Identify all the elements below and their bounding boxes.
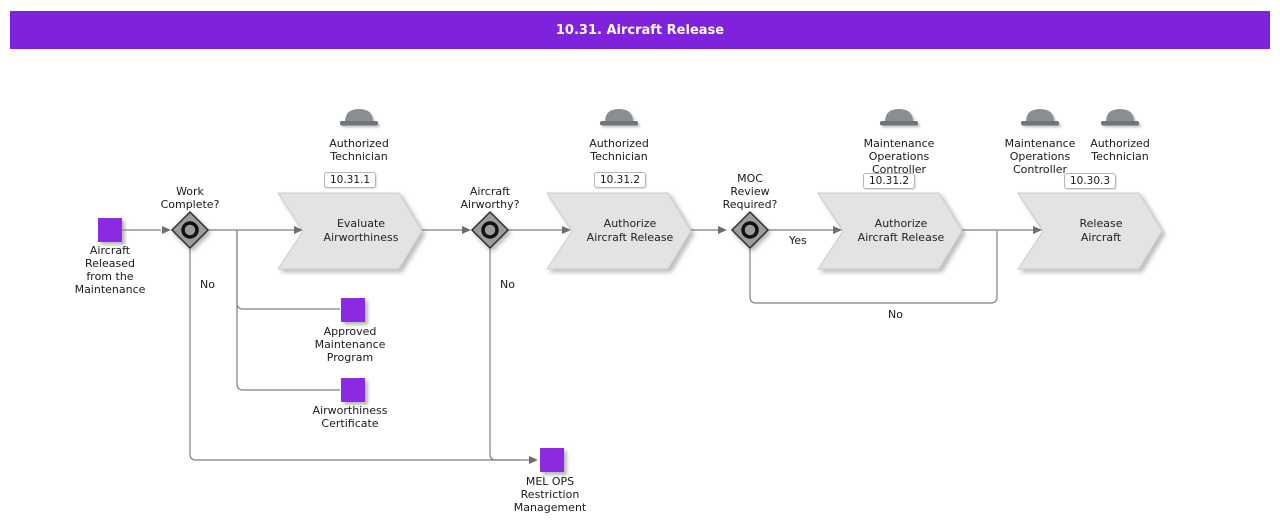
data-object-label: MEL OPS Restriction Management — [513, 475, 587, 514]
role-name: Maintenance Operations Controller — [863, 137, 935, 176]
task-number-badge: 10.31.2 — [862, 173, 916, 189]
person-icon — [880, 109, 918, 126]
role-authorized-technician: Authorized Technician — [1060, 106, 1180, 163]
role-name: Maintenance Operations Controller — [1004, 137, 1076, 176]
role-authorized-technician: Authorized Technician — [299, 106, 419, 163]
role-name: Authorized Technician — [1090, 137, 1150, 163]
data-object-label: Approved Maintenance Program — [314, 325, 386, 364]
person-icon — [340, 109, 378, 126]
page-title: 10.31. Aircraft Release — [555, 22, 725, 38]
chevron-shape — [546, 192, 692, 270]
role-name: Authorized Technician — [589, 137, 649, 163]
decision-work-complete — [170, 210, 210, 250]
data-object-mel-ops-restriction-management[interactable] — [540, 448, 564, 472]
task-label: Release Aircraft — [1079, 217, 1123, 244]
task-release-aircraft[interactable]: Release Aircraft — [1017, 192, 1163, 270]
role-name: Authorized Technician — [329, 137, 389, 163]
task-authorize-aircraft-release-1[interactable]: Authorize Aircraft Release — [546, 192, 692, 270]
decision-work-complete-label: Work Complete? — [160, 185, 220, 211]
edge-label-no: No — [200, 278, 215, 291]
title-bar: 10.31. Aircraft Release — [10, 11, 1270, 49]
person-icon — [1101, 109, 1139, 126]
decision-moc-review-required-label: MOC Review Required? — [722, 172, 778, 211]
edge-label-no: No — [500, 278, 515, 291]
task-number-badge: 10.30.3 — [1063, 173, 1117, 189]
edge-label-yes: Yes — [789, 234, 807, 247]
data-object-approved-maintenance-program[interactable] — [341, 298, 365, 322]
task-label: Authorize Aircraft Release — [586, 217, 674, 244]
chevron-shape — [1017, 192, 1163, 270]
task-number-badge: 10.31.2 — [593, 172, 647, 188]
task-number-badge: 10.31.1 — [323, 172, 377, 188]
role-authorized-technician: Authorized Technician — [559, 106, 679, 163]
role-maintenance-operations-controller: Maintenance Operations Controller — [839, 106, 959, 176]
task-authorize-aircraft-release-2[interactable]: Authorize Aircraft Release — [817, 192, 963, 270]
task-label: Authorize Aircraft Release — [857, 217, 945, 244]
decision-moc-review-required — [730, 210, 770, 250]
start-event-label: Aircraft Released from the Maintenance — [74, 244, 146, 296]
decision-aircraft-airworthy-label: Aircraft Airworthy? — [460, 185, 520, 211]
decision-aircraft-airworthy — [470, 210, 510, 250]
gateway-circle-icon — [481, 221, 499, 239]
data-object-label: Airworthiness Certificate — [312, 404, 388, 430]
person-icon — [600, 109, 638, 126]
start-event-aircraft-released[interactable] — [98, 218, 122, 242]
task-label: Evaluate Airworthiness — [323, 217, 399, 244]
role-maintenance-operations-controller: Maintenance Operations Controller — [980, 106, 1100, 176]
person-icon — [1021, 109, 1059, 126]
task-evaluate-airworthiness[interactable]: Evaluate Airworthiness — [277, 192, 423, 270]
gateway-circle-icon — [181, 221, 199, 239]
data-object-airworthiness-certificate[interactable] — [341, 378, 365, 402]
edge-label-no: No — [888, 308, 903, 321]
